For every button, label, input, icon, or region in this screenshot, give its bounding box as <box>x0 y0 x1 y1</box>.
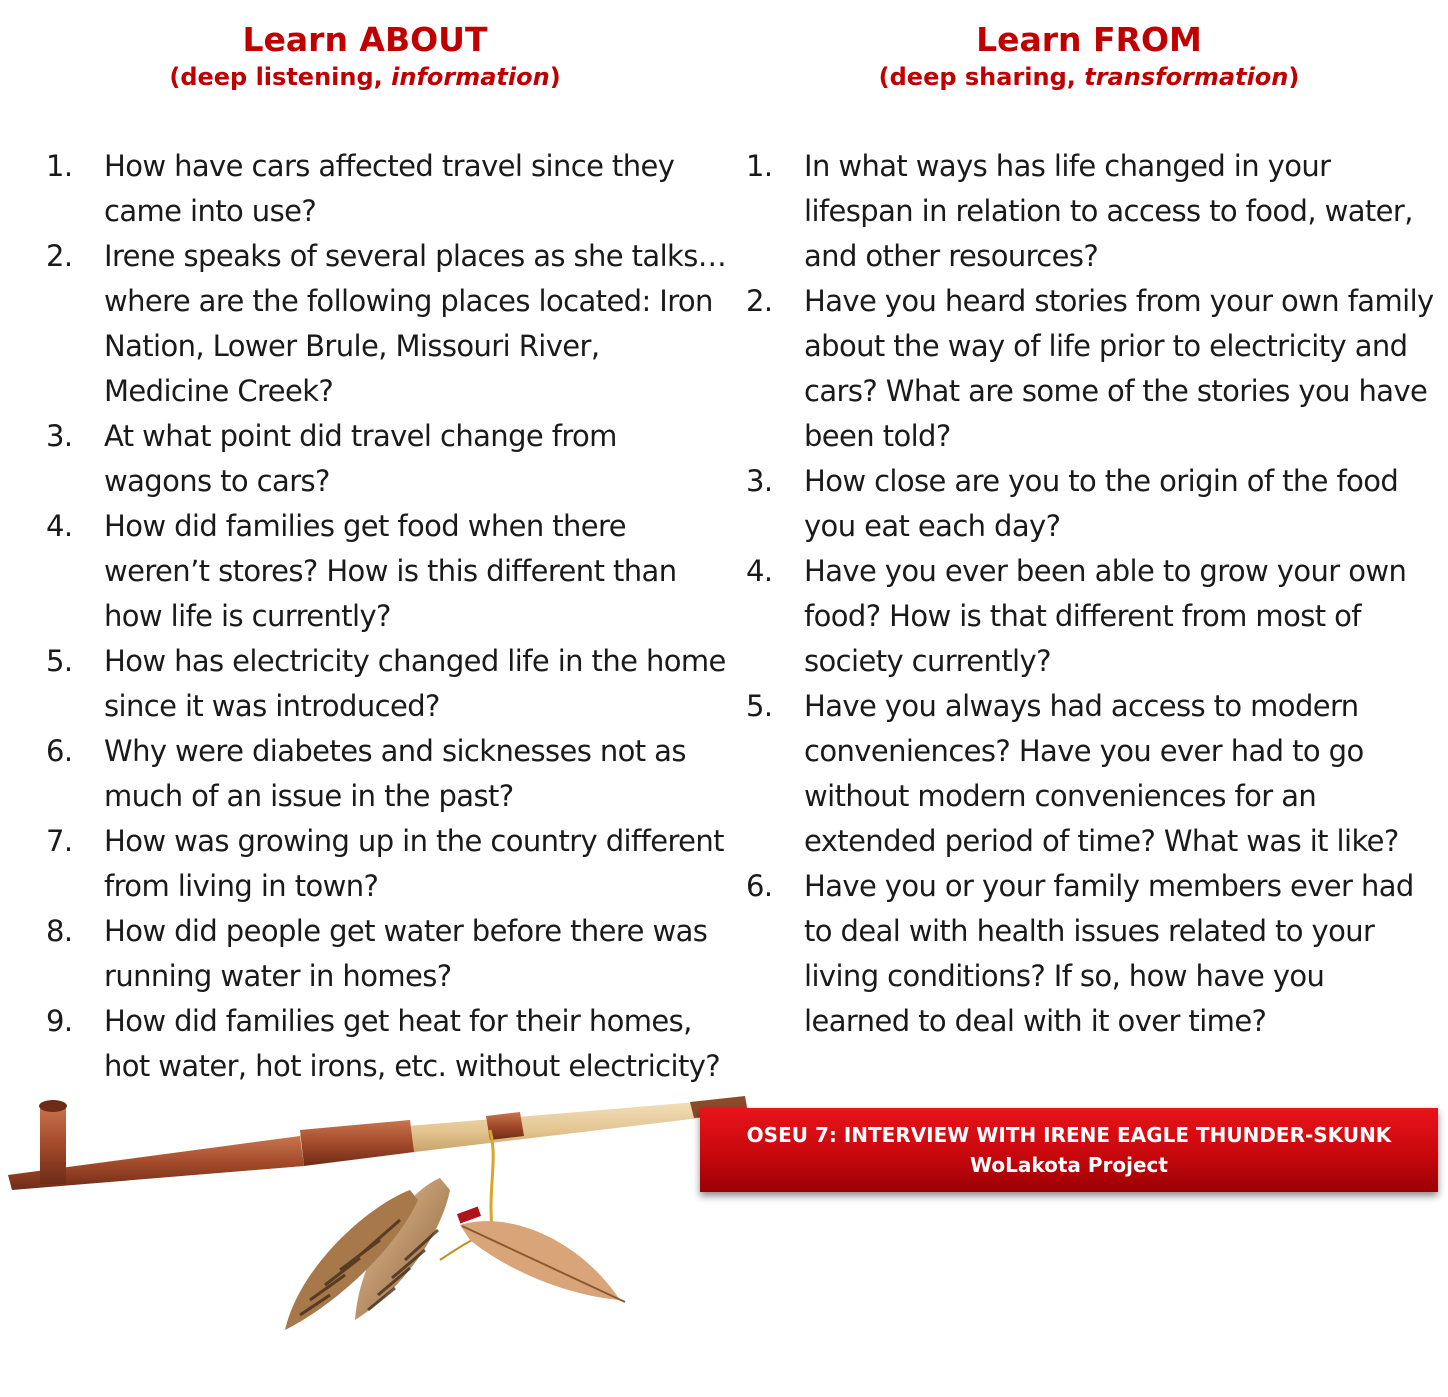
list-item-number: 1. <box>46 149 73 183</box>
list-item-number: 3. <box>746 464 773 498</box>
list-item-text: How did families get food when there wer… <box>104 509 677 633</box>
banner-subtitle: WoLakota Project <box>970 1153 1168 1177</box>
list-item-text: How did people get water before there wa… <box>104 914 708 993</box>
learn-about-title: Learn ABOUT <box>242 20 488 59</box>
list-item-number: 2. <box>746 284 773 318</box>
list-item-text: How was growing up in the country differ… <box>104 824 725 903</box>
list-item-text: Why were diabetes and sicknesses not as … <box>104 734 686 813</box>
list-item-text: Have you heard stories from your own fam… <box>804 284 1434 453</box>
list-item: 8. How did people get water before there … <box>46 909 730 999</box>
banner-title: OSEU 7: INTERVIEW WITH IRENE EAGLE THUND… <box>746 1123 1392 1147</box>
list-item-number: 5. <box>46 644 73 678</box>
list-item-number: 6. <box>46 734 73 768</box>
list-item-number: 6. <box>746 869 773 903</box>
list-item-number: 7. <box>46 824 73 858</box>
learn-from-subtitle: (deep sharing, transformation) <box>730 60 1448 94</box>
subtitle-emphasis: transformation <box>1084 63 1289 91</box>
learn-from-title: Learn FROM <box>976 20 1202 59</box>
list-item: 4. Have you ever been able to grow your o… <box>746 549 1436 684</box>
learn-about-column: Learn ABOUT (deep listening, information… <box>0 0 730 1083</box>
list-item: 3. At what point did travel change from w… <box>46 414 730 504</box>
learn-about-subtitle: (deep listening, information) <box>0 60 730 94</box>
learn-from-question-list: 1. In what ways has life changed in your … <box>746 144 1436 1044</box>
list-item: 1. In what ways has life changed in your … <box>746 144 1436 279</box>
subtitle-prefix: (deep sharing, <box>878 63 1085 91</box>
pipe-with-feathers-image <box>8 1096 750 1330</box>
list-item-text: Have you or your family members ever had… <box>804 869 1414 1038</box>
list-item-number: 8. <box>46 914 73 948</box>
list-item-text: How has electricity changed life in the … <box>104 644 726 723</box>
learn-from-column: Learn FROM (deep sharing, transformation… <box>730 0 1448 1038</box>
list-item-text: How close are you to the origin of the f… <box>804 464 1399 543</box>
list-item-number: 5. <box>746 689 773 723</box>
list-item-number: 3. <box>46 419 73 453</box>
list-item-text: Have you ever been able to grow your own… <box>804 554 1407 678</box>
list-item-number: 1. <box>746 149 773 183</box>
list-item: 2. Irene speaks of several places as she … <box>46 234 730 414</box>
list-item: 4. How did families get food when there w… <box>46 504 730 639</box>
list-item: 7. How was growing up in the country diff… <box>46 819 730 909</box>
subtitle-suffix: ) <box>549 63 561 91</box>
list-item: 3. How close are you to the origin of the… <box>746 459 1436 549</box>
oseu-banner: OSEU 7: INTERVIEW WITH IRENE EAGLE THUND… <box>700 1108 1438 1192</box>
list-item: 6. Have you or your family members ever h… <box>746 864 1436 1044</box>
learn-about-heading: Learn ABOUT (deep listening, information… <box>0 0 730 94</box>
list-item: 1. How have cars affected travel since th… <box>46 144 730 234</box>
subtitle-suffix: ) <box>1288 63 1300 91</box>
learn-from-heading: Learn FROM (deep sharing, transformation… <box>730 0 1448 94</box>
list-item: 2. Have you heard stories from your own f… <box>746 279 1436 459</box>
subtitle-prefix: (deep listening, <box>169 63 392 91</box>
list-item: 9. How did families get heat for their ho… <box>46 999 730 1089</box>
list-item: 5. How has electricity changed life in th… <box>46 639 730 729</box>
list-item-number: 4. <box>46 509 73 543</box>
list-item-number: 9. <box>46 1004 73 1038</box>
learn-about-question-list: 1. How have cars affected travel since th… <box>46 144 730 1089</box>
list-item-text: How did families get heat for their home… <box>104 1004 721 1083</box>
list-item-text: In what ways has life changed in your li… <box>804 149 1413 273</box>
list-item-text: How have cars affected travel since they… <box>104 149 675 228</box>
subtitle-emphasis: information <box>391 63 550 91</box>
list-item-number: 2. <box>46 239 73 273</box>
list-item-text: Irene speaks of several places as she ta… <box>104 239 727 408</box>
list-item-text: At what point did travel change from wag… <box>104 419 617 498</box>
list-item: 6. Why were diabetes and sicknesses not a… <box>46 729 730 819</box>
list-item: 5. Have you always had access to modern c… <box>746 684 1436 864</box>
list-item-number: 4. <box>746 554 773 588</box>
list-item-text: Have you always had access to modern con… <box>804 689 1399 858</box>
